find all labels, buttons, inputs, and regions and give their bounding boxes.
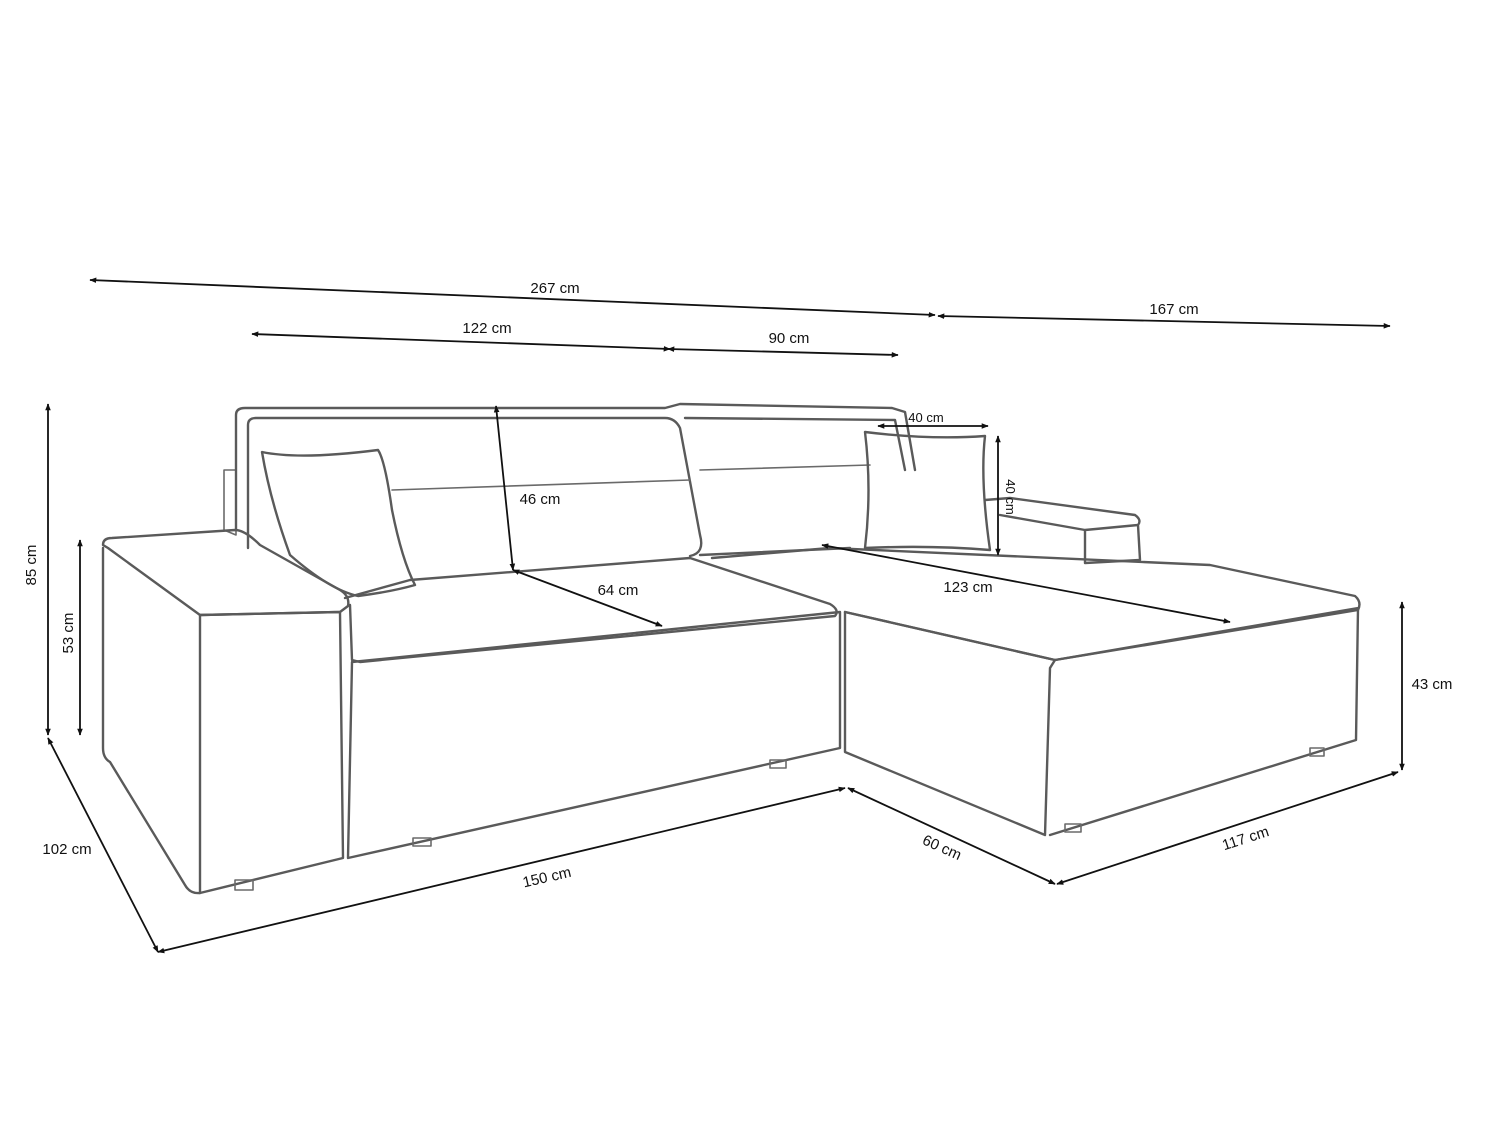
backrest-left-inner — [246, 416, 703, 558]
label-chaise-front-width: 60 cm — [920, 832, 964, 864]
label-backrest-height: 46 cm — [520, 491, 561, 508]
label-pillow-width: 40 cm — [908, 410, 943, 425]
label-seat-depth: 64 cm — [598, 582, 639, 599]
dim-arrow-167 — [937, 313, 1391, 329]
label-chaise-depth: 123 cm — [943, 579, 992, 596]
front-seat-block — [346, 610, 842, 860]
seat-cushion — [343, 556, 838, 664]
sofa-outline — [101, 402, 1361, 895]
dim-arrow-122 — [251, 331, 671, 352]
foot — [769, 759, 787, 769]
backrest-top — [234, 402, 917, 532]
label-overall-height: 85 cm — [23, 545, 40, 586]
dim-arrow-123 — [821, 543, 1231, 624]
dim-arrow-64 — [512, 569, 663, 627]
dim-arrow-90 — [667, 346, 899, 358]
left-pillow — [260, 448, 417, 598]
right-pillow — [863, 430, 992, 552]
label-armrest-height: 53 cm — [60, 613, 77, 654]
dim-arrow-46 — [493, 405, 516, 571]
left-armrest-front — [101, 546, 202, 895]
label-chaise-seat-height: 43 cm — [1412, 676, 1453, 693]
label-back-right-width: 90 cm — [769, 330, 810, 347]
label-chaise-length: 167 cm — [1149, 301, 1198, 318]
dim-arrow-267 — [89, 277, 936, 318]
left-armrest — [101, 528, 350, 617]
label-total-length: 267 cm — [530, 280, 579, 297]
chaise-seat — [710, 546, 1361, 662]
label-total-depth: 102 cm — [42, 841, 91, 858]
label-front-length: 150 cm — [521, 864, 573, 892]
left-armrest-face — [198, 610, 345, 895]
dimension-arrows — [45, 277, 1405, 954]
back-left-side-panel — [223, 469, 237, 536]
dim-arrow-150 — [157, 786, 846, 954]
label-pillow-height: 40 cm — [1003, 479, 1018, 514]
dim-arrow-117 — [1056, 771, 1399, 885]
foot — [1309, 747, 1325, 757]
backrest-seam-right — [699, 464, 871, 471]
dim-arrow-60 — [847, 787, 1056, 885]
backrest-seam-left — [391, 479, 691, 491]
dim-arrow-102 — [47, 737, 159, 953]
label-back-left-width: 122 cm — [462, 320, 511, 337]
backrest-right-inner — [683, 416, 907, 557]
chaise-front — [843, 610, 1057, 837]
dimension-labels: 267 cm 167 cm 122 cm 90 cm 40 cm 40 cm 8… — [23, 280, 1452, 891]
